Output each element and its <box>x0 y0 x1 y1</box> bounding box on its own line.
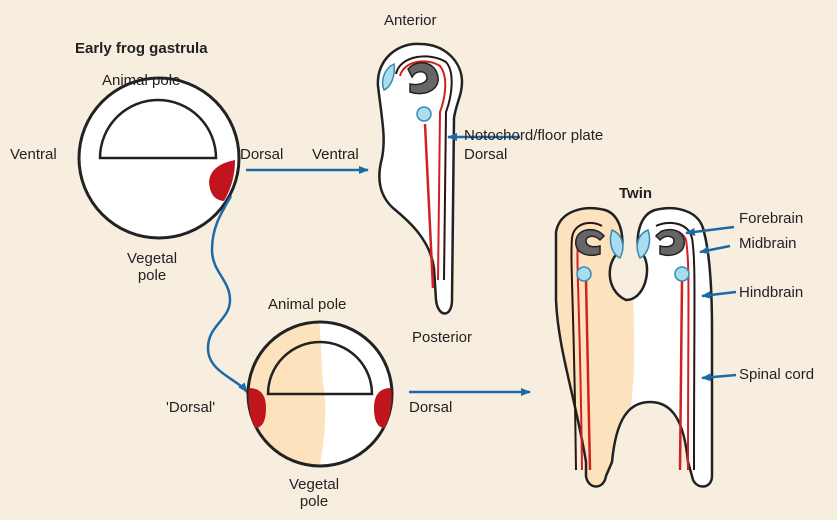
left-otic-vesicle <box>577 267 591 281</box>
twin-title: Twin <box>619 185 652 202</box>
forebrain-label: Forebrain <box>739 210 803 227</box>
dorsal-label-1: Dorsal <box>240 146 283 163</box>
normal-embryo <box>378 44 462 314</box>
spinal-cord-label: Spinal cord <box>739 366 814 383</box>
posterior-label: Posterior <box>412 329 472 346</box>
animal-pole-label-2: Animal pole <box>268 296 346 313</box>
gastrula-title: Early frog gastrula <box>75 40 208 57</box>
vegetal-pole-label-1: Vegetal pole <box>127 250 177 285</box>
notochord-label: Notochord/floor plate <box>464 127 603 144</box>
animal-pole-label: Animal pole <box>102 72 180 89</box>
vegetal-pole-label-2: Vegetal pole <box>289 476 339 511</box>
twin-embryo <box>540 200 712 490</box>
ventral-label-2: Ventral <box>312 146 359 163</box>
right-otic-vesicle <box>675 267 689 281</box>
dorsal-label-2: Dorsal <box>464 146 507 163</box>
transplant-arrow <box>208 196 247 392</box>
anterior-label: Anterior <box>384 12 437 29</box>
hindbrain-label: Hindbrain <box>739 284 803 301</box>
dorsal-quote-label: 'Dorsal' <box>166 399 215 416</box>
midbrain-label: Midbrain <box>739 235 797 252</box>
twin-gastrula <box>240 310 392 480</box>
early-gastrula <box>79 78 239 238</box>
otic-vesicle <box>417 107 431 121</box>
dorsal-label-3: Dorsal <box>409 399 452 416</box>
ventral-label-1: Ventral <box>10 146 57 163</box>
